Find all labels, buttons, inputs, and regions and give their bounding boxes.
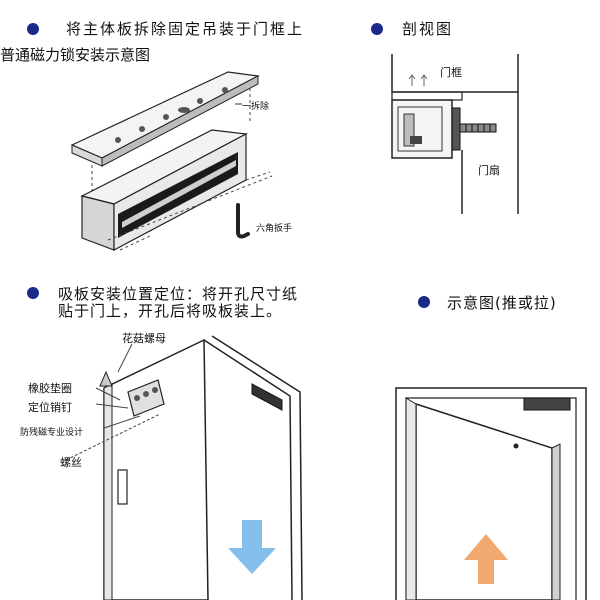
- label-frame: 门框: [440, 66, 462, 79]
- positioning-heading-line2: 贴于门上，开孔后将吸板装上。: [58, 302, 283, 320]
- bullet-section-view: [371, 23, 383, 35]
- label-rubber-washer: 橡胶垫圈: [28, 382, 72, 395]
- bullet-positioning: [27, 287, 39, 299]
- schematic-heading: 示意图(推或拉): [447, 294, 557, 312]
- install-subtitle: 普通磁力锁安装示意图: [0, 46, 151, 64]
- positioning-heading-line1: 吸板安装位置定位：将开孔尺寸纸: [58, 285, 299, 303]
- bullet-install: [27, 23, 39, 35]
- label-leaf: 门扇: [478, 164, 500, 177]
- label-anti-residual: 防残磁专业设计: [20, 428, 84, 438]
- bullet-schematic: [418, 296, 430, 308]
- label-hex-wrench: 六角扳手: [256, 224, 293, 234]
- label-locating-pin: 定位销钉: [28, 401, 72, 414]
- label-mushroom-nut: 花菇螺母: [122, 332, 166, 345]
- label-screw: 螺丝: [60, 456, 82, 469]
- label-remove: 一拆除: [242, 102, 270, 112]
- install-heading: 将主体板拆除固定吊装于门框上: [66, 20, 305, 38]
- section-view-heading: 剖视图: [402, 20, 454, 38]
